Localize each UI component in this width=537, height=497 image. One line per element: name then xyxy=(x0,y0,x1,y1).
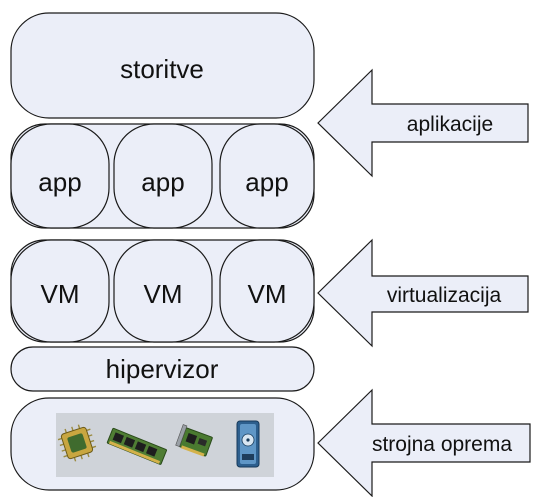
applications-arrow xyxy=(317,68,529,178)
applications-arrow-label: aplikacije xyxy=(407,113,493,136)
hypervisor-label: hipervizor xyxy=(106,354,219,384)
app-box-2 xyxy=(113,123,213,229)
app-label-2: app xyxy=(141,167,184,197)
vm-box-3 xyxy=(219,239,315,343)
hardware-arrow-label: strojna oprema xyxy=(372,433,512,456)
app-box-1 xyxy=(10,123,110,229)
services-label: storitve xyxy=(120,54,204,84)
cpu-chip-icon xyxy=(57,424,97,462)
vm-box-1 xyxy=(10,239,110,343)
vm-box-2 xyxy=(113,239,213,343)
app-box-3 xyxy=(219,123,315,229)
expansion-card-icon xyxy=(175,424,213,457)
virtualization-arrow xyxy=(317,238,529,348)
vm-label-2: VM xyxy=(144,279,183,309)
hardware-arrow xyxy=(317,388,531,497)
virtualization-arrow-label: virtualizacija xyxy=(387,284,502,307)
vm-label-3: VM xyxy=(248,279,287,309)
vm-label-1: VM xyxy=(41,279,80,309)
hard-drive-icon xyxy=(236,420,260,468)
app-label-3: app xyxy=(245,167,288,197)
ram-module-icon xyxy=(106,427,168,465)
services-box xyxy=(10,12,315,119)
hypervisor-box xyxy=(10,346,315,392)
app-label-1: app xyxy=(38,167,81,197)
